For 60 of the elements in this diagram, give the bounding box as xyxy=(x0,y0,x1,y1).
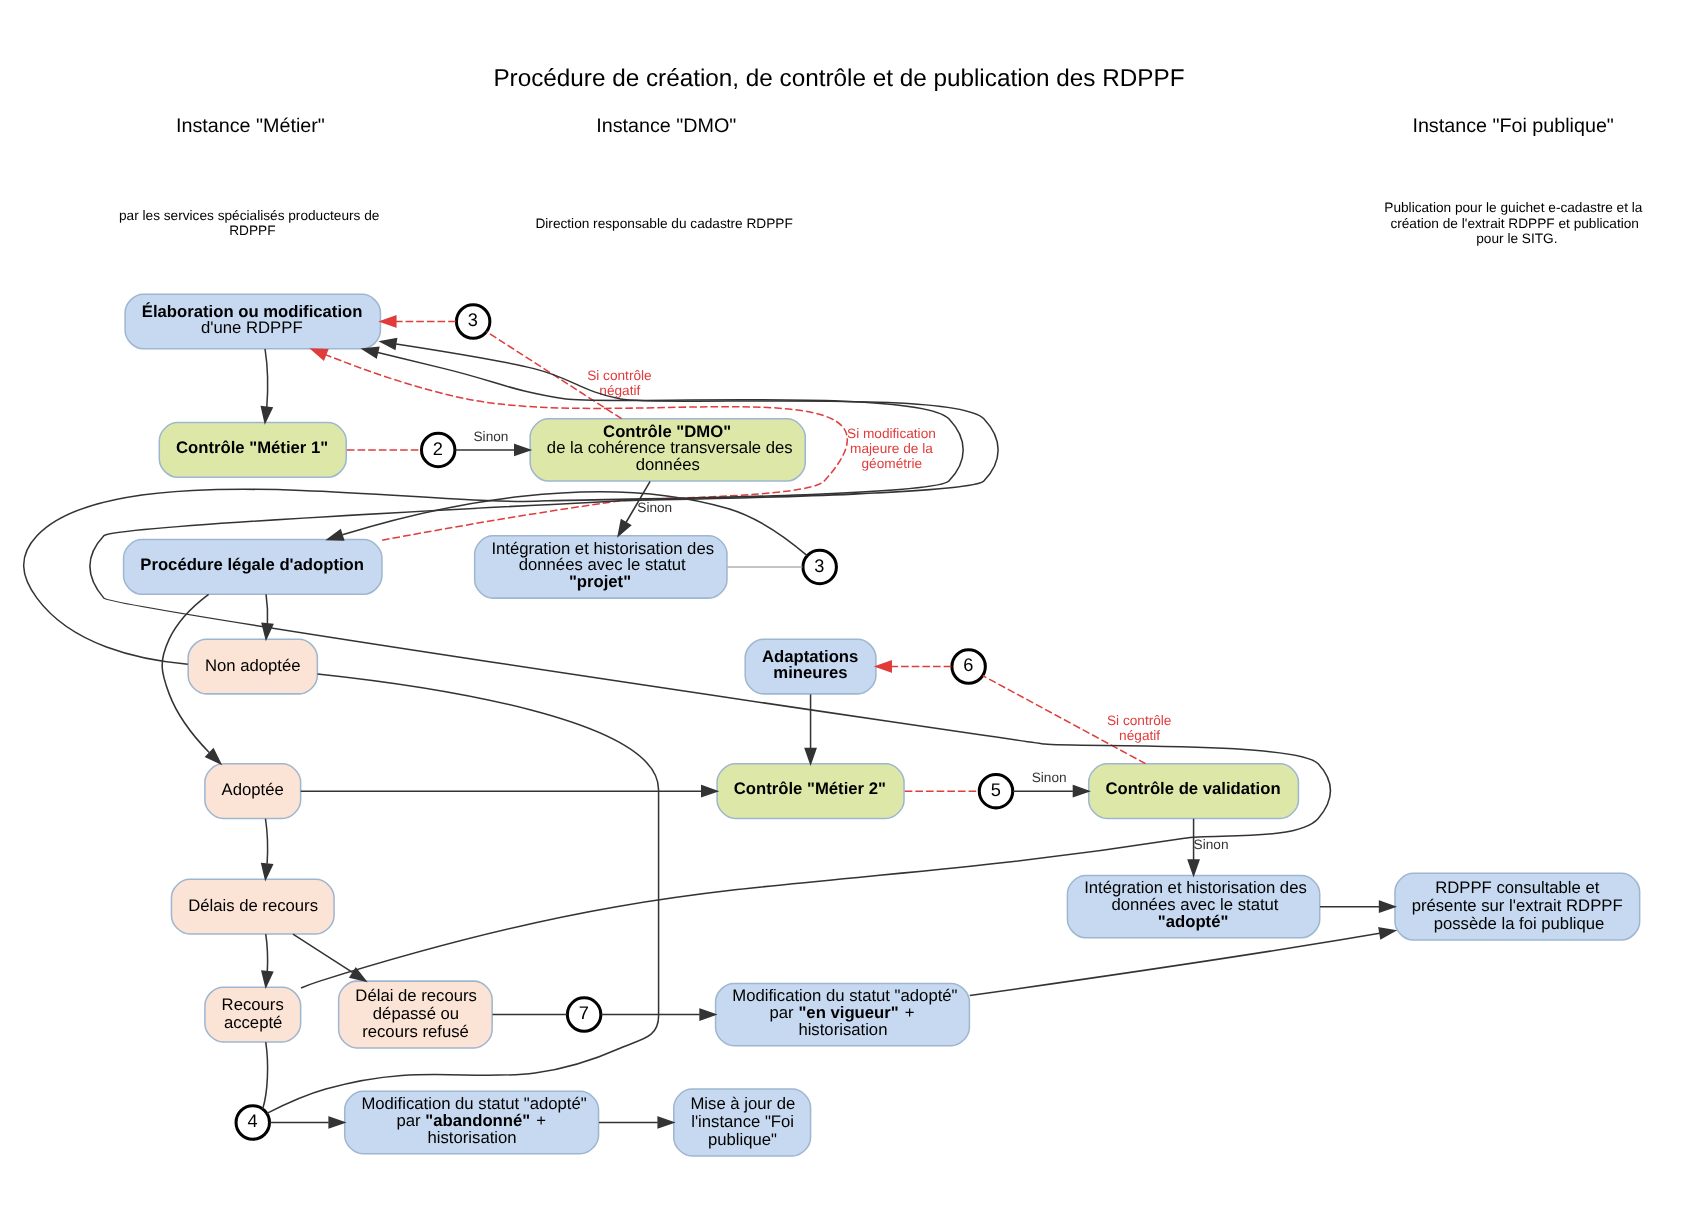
arrow xyxy=(292,933,368,983)
node-box: Contrôle "Métier 1" xyxy=(158,421,347,479)
arrow xyxy=(261,593,274,642)
arrow xyxy=(309,348,848,541)
connector xyxy=(491,1013,568,1016)
connector xyxy=(266,673,660,1115)
arrow xyxy=(22,346,964,665)
node-box: Non adoptée xyxy=(187,638,319,695)
node-box: Recours accepté xyxy=(204,986,302,1043)
node-box: Procédure légale d'adoption xyxy=(122,538,383,596)
label: Instance "DMO" xyxy=(596,116,737,139)
connector xyxy=(981,674,1147,765)
node-box: Intégration et historisation des données avec le statut "projet" xyxy=(473,535,728,599)
node-circle: 5 xyxy=(977,772,1015,810)
arrow xyxy=(260,348,274,425)
arrow xyxy=(598,1116,676,1129)
node-box: Adoptée xyxy=(204,763,302,820)
arrow xyxy=(969,927,1398,997)
arrow xyxy=(269,1116,347,1129)
connector xyxy=(346,449,422,451)
node-box: Délai de recours dépassé ou recours refusé xyxy=(337,980,493,1049)
arrow xyxy=(454,443,533,457)
node-circle: 2 xyxy=(419,431,457,469)
arrow xyxy=(161,593,223,766)
arrow xyxy=(600,1008,718,1021)
connector xyxy=(726,566,804,568)
connector xyxy=(485,330,623,420)
arrow xyxy=(299,784,720,798)
node-circle: 4 xyxy=(234,1104,271,1141)
node-circle: 6 xyxy=(950,648,987,685)
diagram-title: Procédure de création, de contrôle et de publication des RDPPF xyxy=(493,63,1185,92)
arrow xyxy=(873,660,952,673)
arrow xyxy=(804,693,817,766)
arrow xyxy=(261,933,274,989)
node-circle: 3 xyxy=(801,548,838,586)
arrow xyxy=(1012,784,1091,798)
label: Instance "Métier" xyxy=(176,116,325,139)
arrow xyxy=(260,818,274,882)
node-box: Mise à jour de l'instance "Foi publique" xyxy=(673,1088,812,1157)
label: Instance "Foi publique" xyxy=(1412,116,1614,139)
arrow xyxy=(1319,900,1398,914)
arrow xyxy=(89,337,1332,989)
arrow xyxy=(617,480,651,538)
node-circle: 3 xyxy=(454,303,492,340)
node-box: Contrôle de validation xyxy=(1087,763,1300,820)
node-circle: 7 xyxy=(565,996,603,1033)
node-box: Adaptations mineures xyxy=(744,638,877,695)
connector xyxy=(261,1041,269,1110)
arrow xyxy=(325,491,808,557)
node-box: Délais de recours xyxy=(170,878,335,935)
node-box: Modification du statut "adopté" par "en vigueur" + historisation xyxy=(714,982,971,1047)
node-box: Intégration et historisation des données avec le statut "adopté" xyxy=(1066,874,1321,939)
arrow xyxy=(378,315,457,328)
connector xyxy=(903,790,980,792)
arrow xyxy=(1187,818,1200,878)
node-box: Contrôle "Métier 2" xyxy=(716,763,905,820)
node-box: Élaboration ou modification d'une RDPPF xyxy=(124,293,382,350)
node-box: RDPPF consultable et présente sur l'extrait RDPPF possède la foi publique xyxy=(1394,872,1641,941)
node-box: Modification du statut "adopté" par "abandonné" + historisation xyxy=(343,1090,600,1155)
node-box: Contrôle "DMO" de la cohérence transversale des données xyxy=(529,418,806,482)
